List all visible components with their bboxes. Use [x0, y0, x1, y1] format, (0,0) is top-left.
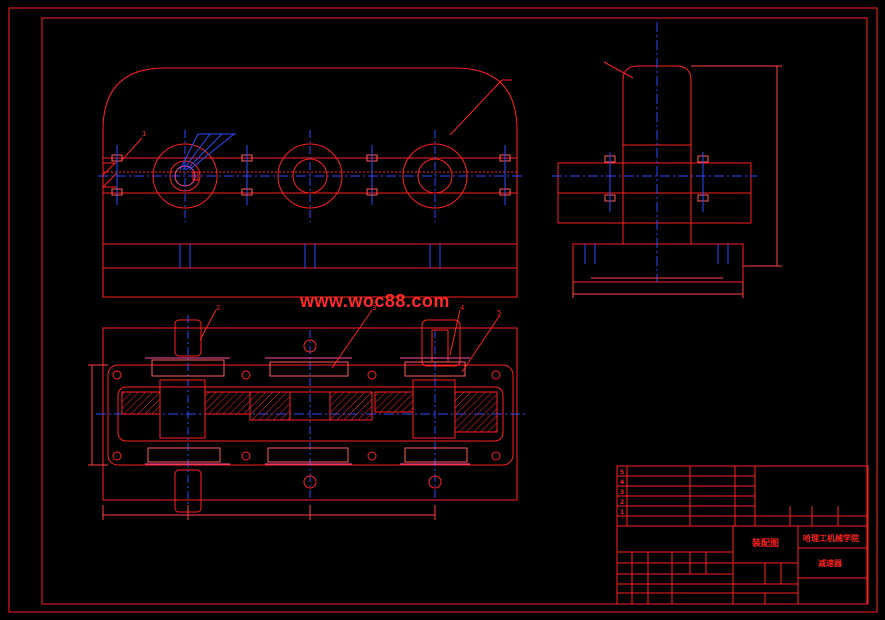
bearing-boss-3 [402, 143, 468, 209]
side-leader [603, 61, 634, 79]
base-anchor-bolts [179, 244, 441, 268]
bom-index-1: 5 [620, 469, 624, 476]
gear-section-1a [121, 391, 161, 415]
side-view-base [572, 243, 744, 283]
bearings-bottom [147, 447, 468, 463]
leader-fan-bearing [179, 133, 236, 171]
side-view [552, 22, 782, 298]
outer-frame [8, 7, 878, 613]
leader-callout-5 [461, 314, 501, 373]
title-block-text: 5 4 3 2 1 装配图 哈理工机械学院 减速器 [620, 469, 859, 568]
bom-index-3: 3 [620, 489, 624, 496]
plan-dimensions [88, 364, 436, 520]
bom-index-4: 2 [620, 499, 624, 506]
keyway-1 [192, 171, 199, 181]
output-shaft-end [421, 319, 461, 367]
drawing-number: 减速器 [818, 558, 843, 568]
leader-callout-4 [449, 309, 461, 356]
inner-frame [41, 17, 868, 605]
front-hatch-1 [102, 162, 116, 176]
assembly-title: 装配图 [751, 537, 779, 549]
bearing-boss-2 [277, 143, 343, 209]
bom-index-5: 1 [620, 509, 624, 516]
bearings-top [151, 359, 466, 377]
leader-callout-1 [121, 137, 143, 161]
bom-index-2: 4 [620, 479, 624, 486]
front-view: 1 [98, 67, 522, 298]
callout-5: 5 [497, 309, 501, 317]
side-view-bolts [604, 152, 709, 212]
gear-section-1c [159, 379, 206, 439]
callout-3: 3 [372, 304, 376, 312]
watermark-text: www.woc88.com [300, 291, 450, 311]
leader-front-cover [449, 79, 503, 136]
front-hatch-2 [102, 172, 118, 188]
callout-1: 1 [142, 130, 146, 138]
bearing-covers [145, 357, 470, 465]
side-view-upper-body [622, 65, 692, 245]
front-view-housing-outline [102, 67, 518, 298]
title-block-outline [616, 465, 869, 605]
plan-view: 2 3 4 5 [88, 304, 525, 520]
bearing-boss-1 [152, 143, 218, 209]
gear-section-2a [249, 391, 291, 421]
gear-sections [121, 379, 498, 439]
side-view-base-bolts [584, 244, 729, 264]
callout-2: 2 [216, 304, 220, 312]
gear-section-3a [374, 391, 414, 413]
output-shaft-hatch [431, 329, 449, 363]
gear-hub-3 [412, 379, 456, 439]
leader-callout-3 [331, 309, 373, 369]
gear-section-3b [454, 391, 498, 433]
plan-bolt-holes [112, 339, 501, 489]
callout-4: 4 [460, 304, 465, 312]
flange-bolts [111, 145, 511, 205]
leader-callout-2 [199, 309, 217, 341]
gear-section-1b [204, 391, 251, 415]
title-block [616, 465, 869, 605]
school-name: 哈理工机械学院 [803, 533, 859, 543]
gear-section-2b [329, 391, 373, 421]
